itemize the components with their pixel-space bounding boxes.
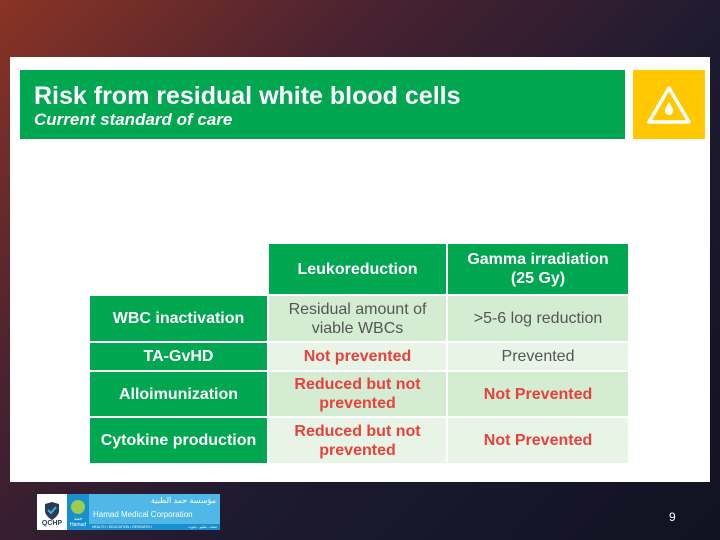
table-cell: Not prevented — [269, 343, 446, 370]
slide-subtitle: Current standard of care — [34, 110, 233, 129]
table-cell: >5-6 log reduction — [448, 296, 628, 341]
hamad-mark: حمد Hamad — [67, 494, 89, 530]
table-row: Cytokine production Reduced but not prev… — [90, 418, 628, 463]
table-row: TA-GvHD Not prevented Prevented — [90, 343, 628, 370]
table-cell: Prevented — [448, 343, 628, 370]
qchp-logo: QCHP — [37, 494, 67, 530]
table-cell: Reduced but not prevented — [269, 418, 446, 463]
table-row: WBC inactivation Residual amount of viab… — [90, 296, 628, 341]
shield-icon — [45, 502, 59, 520]
leaf-icon — [71, 500, 85, 514]
row-header: WBC inactivation — [90, 296, 267, 341]
table-cell: Reduced but not prevented — [269, 372, 446, 416]
column-header: Leukoreduction — [269, 244, 446, 294]
page-number: 9 — [669, 510, 676, 524]
row-header: Cytokine production — [90, 418, 267, 463]
row-header: TA-GvHD — [90, 343, 267, 370]
slide-title: Risk from residual white blood cells — [34, 82, 461, 110]
warning-drop-icon — [647, 85, 691, 124]
table-cell: Not Prevented — [448, 418, 628, 463]
table-cell: Not Prevented — [448, 372, 628, 416]
column-header: Gamma irradiation (25 Gy) — [448, 244, 628, 294]
row-header: Alloimunization — [90, 372, 267, 416]
warning-badge — [633, 70, 705, 139]
table-cell: Residual amount of viable WBCs — [269, 296, 446, 341]
table-row: Alloimunization Reduced but not prevente… — [90, 372, 628, 416]
hmc-logo: QCHP حمد Hamad مؤسسة حمد الطبية Hamad Me… — [37, 494, 220, 530]
comparison-table: Leukoreduction Gamma irradiation (25 Gy)… — [88, 242, 630, 465]
title-bar: Risk from residual white blood cells Cur… — [20, 70, 625, 139]
